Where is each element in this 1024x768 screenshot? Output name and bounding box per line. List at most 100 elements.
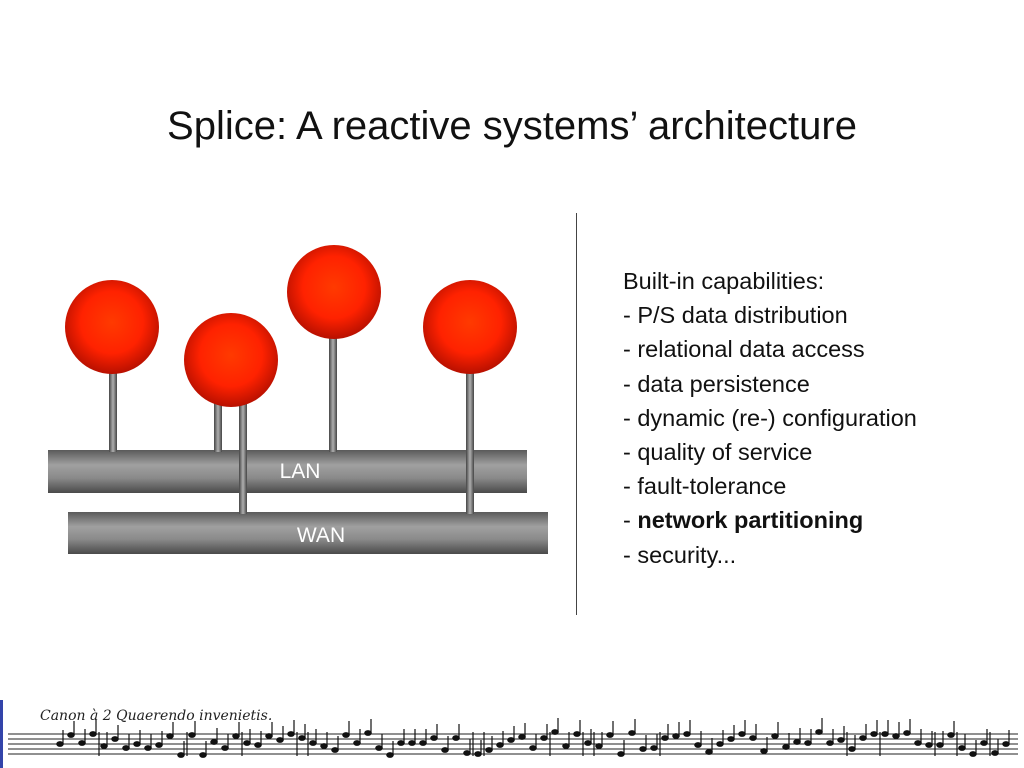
- wan-bus: [68, 512, 548, 554]
- capability-item: - relational data access: [623, 336, 865, 363]
- note-head: [474, 751, 482, 757]
- score-caption: Canon à 2 Quaerendo invenietis.: [40, 708, 273, 724]
- note-head: [364, 730, 372, 736]
- note-head: [452, 735, 460, 741]
- note-head: [166, 733, 174, 739]
- note-head: [738, 731, 746, 737]
- note-head: [793, 739, 801, 745]
- note-head: [727, 736, 735, 742]
- note-head: [837, 737, 845, 743]
- capability-item: - quality of service: [623, 439, 813, 466]
- note-head: [78, 740, 86, 746]
- note-head: [254, 742, 262, 748]
- highlight-text: network partitioning: [637, 507, 864, 534]
- note-head: [419, 740, 427, 746]
- note-head: [155, 742, 163, 748]
- note-head: [870, 731, 878, 737]
- note-head: [386, 752, 394, 758]
- note-head: [573, 731, 581, 737]
- note-head: [639, 746, 647, 752]
- column-divider: [576, 213, 577, 615]
- note-head: [672, 733, 680, 739]
- note-head: [463, 750, 471, 756]
- note-head: [210, 739, 218, 745]
- network-diagram: LAN WAN: [48, 245, 548, 554]
- note-head: [56, 741, 64, 747]
- note-head: [771, 733, 779, 739]
- note-head: [815, 729, 823, 735]
- note-head: [661, 735, 669, 741]
- note-head: [430, 735, 438, 741]
- lan-bus: [48, 450, 527, 493]
- note-head: [353, 740, 361, 746]
- wan-label: WAN: [297, 524, 345, 547]
- note-head: [804, 740, 812, 746]
- note-head: [496, 742, 504, 748]
- note-head: [408, 740, 416, 746]
- note-head: [584, 740, 592, 746]
- note-head: [276, 737, 284, 743]
- note-head: [287, 731, 295, 737]
- highlight-prefix: -: [623, 507, 638, 534]
- pole-node-2-wan: [239, 400, 247, 514]
- note-head: [199, 752, 207, 758]
- note-head: [507, 737, 515, 743]
- node-3: [287, 245, 381, 339]
- note-head: [650, 745, 658, 751]
- note-head: [760, 748, 768, 754]
- note-head: [342, 732, 350, 738]
- note-head: [133, 741, 141, 747]
- note-head: [540, 735, 548, 741]
- pole-node-4: [466, 370, 474, 514]
- note-head: [595, 743, 603, 749]
- note-head: [122, 745, 130, 751]
- note-head: [969, 751, 977, 757]
- slide-title: Splice: A reactive systems’ architecture: [167, 104, 857, 148]
- note-head: [320, 743, 328, 749]
- note-head: [309, 740, 317, 746]
- note-head: [683, 731, 691, 737]
- note-head: [144, 745, 152, 751]
- note-head: [188, 732, 196, 738]
- note-head: [441, 747, 449, 753]
- note-head: [529, 745, 537, 751]
- note-head: [551, 729, 559, 735]
- pole-node-3: [329, 335, 337, 452]
- capability-item: - data persistence: [623, 370, 810, 397]
- note-head: [331, 747, 339, 753]
- note-head: [298, 735, 306, 741]
- note-head: [100, 743, 108, 749]
- note-head: [991, 750, 999, 756]
- note-head: [947, 732, 955, 738]
- note-head: [67, 732, 75, 738]
- node-4: [423, 280, 517, 374]
- note-head: [925, 742, 933, 748]
- note-head: [617, 751, 625, 757]
- note-head: [705, 749, 713, 755]
- capability-item: - fault-tolerance: [623, 473, 787, 500]
- capabilities-heading: Built-in capabilities:: [623, 268, 825, 294]
- note-head: [232, 733, 240, 739]
- note-head: [716, 741, 724, 747]
- note-head: [749, 735, 757, 741]
- note-head: [562, 743, 570, 749]
- note-head: [826, 740, 834, 746]
- note-head: [485, 747, 493, 753]
- note-head: [958, 745, 966, 751]
- node-2: [184, 313, 278, 407]
- note-head: [782, 744, 790, 750]
- note-head: [903, 730, 911, 736]
- note-head: [848, 746, 856, 752]
- note-head: [936, 742, 944, 748]
- note-head: [881, 731, 889, 737]
- capabilities-list: Built-in capabilities: - P/S data distri…: [623, 264, 917, 572]
- capability-item-highlight: - network partitioning: [623, 503, 917, 537]
- note-head: [518, 734, 526, 740]
- note-head: [859, 735, 867, 741]
- note-head: [892, 733, 900, 739]
- note-head: [177, 752, 185, 758]
- note-head: [914, 740, 922, 746]
- note-head: [243, 740, 251, 746]
- note-head: [397, 740, 405, 746]
- music-staff: [8, 718, 1018, 758]
